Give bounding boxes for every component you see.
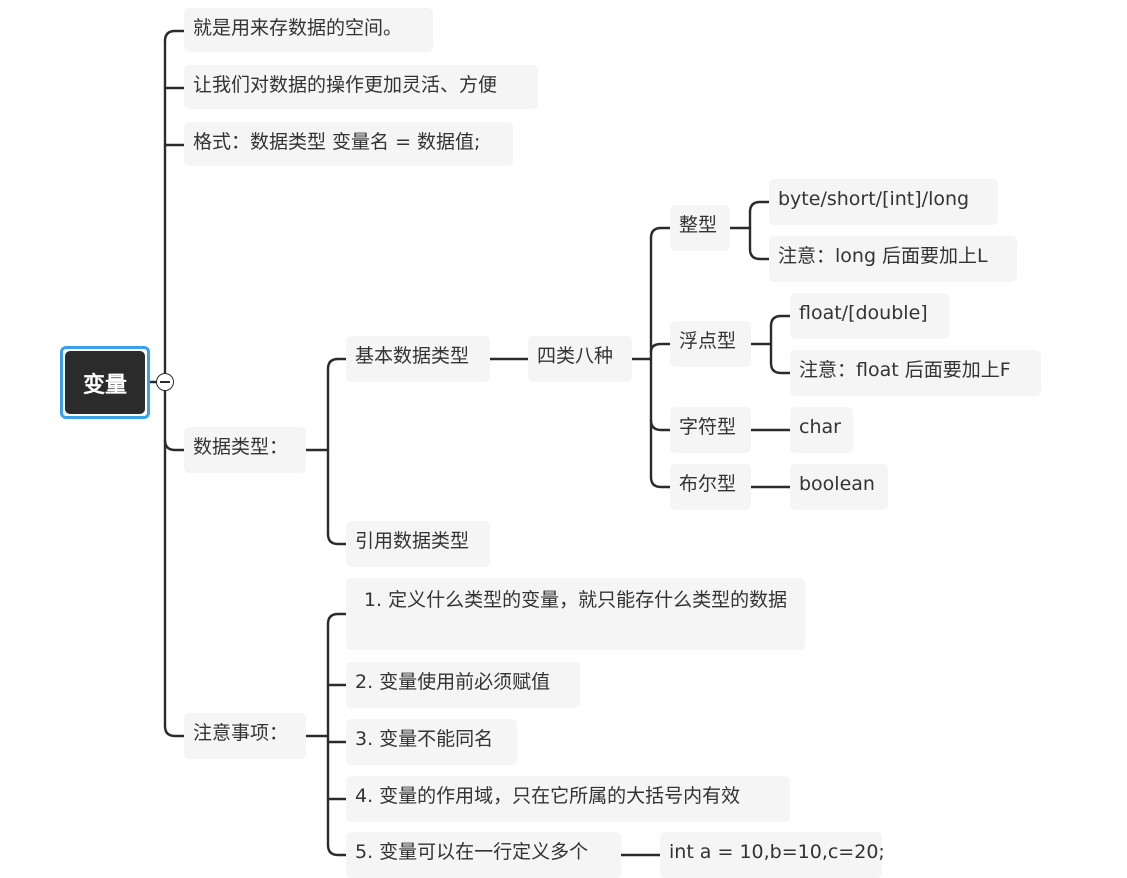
topic-data-types[interactable]: 数据类型： — [184, 427, 306, 473]
root-selection-frame — [60, 346, 150, 419]
connector-reference — [326, 532, 348, 546]
connector-primitive — [326, 357, 348, 371]
topic-char[interactable]: 字符型 — [670, 407, 751, 453]
connector-data-types — [163, 438, 186, 452]
connector-integer — [649, 226, 672, 240]
topic-integer-types[interactable]: byte/short/[int]/long — [769, 179, 998, 225]
topic-char-type[interactable]: char — [790, 407, 853, 453]
connector-float-note — [769, 361, 792, 375]
connector-integer-types — [748, 200, 771, 214]
topic-integer-note[interactable]: 注意：long 后面要加上L — [769, 236, 1017, 282]
topic-note-3[interactable]: 3. 变量不能同名 — [346, 719, 517, 765]
root-topic[interactable]: 变量 — [65, 351, 145, 414]
topic-note-5[interactable]: 5. 变量可以在一行定义多个 — [346, 832, 621, 878]
connector-char — [649, 418, 672, 432]
topic-primitive-types[interactable]: 基本数据类型 — [346, 336, 490, 382]
topic-float-note[interactable]: 注意：float 后面要加上F — [790, 350, 1041, 396]
topic-integer[interactable]: 整型 — [670, 205, 730, 251]
topic-definition[interactable]: 就是用来存数据的空间。 — [184, 8, 433, 52]
topic-float[interactable]: 浮点型 — [670, 321, 751, 367]
topic-notes[interactable]: 注意事项： — [184, 713, 306, 759]
topic-boolean[interactable]: 布尔型 — [670, 464, 751, 510]
topic-note-4[interactable]: 4. 变量的作用域，只在它所属的大括号内有效 — [346, 776, 790, 822]
topic-four-kinds[interactable]: 四类八种 — [528, 336, 632, 382]
connector-note1 — [326, 612, 348, 626]
connector-notes — [163, 724, 186, 738]
topic-note-1[interactable]: 1. 定义什么类型的变量，就只能存什么类型的数据 — [346, 578, 805, 650]
topic-reference-types[interactable]: 引用数据类型 — [346, 521, 490, 567]
topic-boolean-type[interactable]: boolean — [790, 464, 888, 510]
topic-purpose[interactable]: 让我们对数据的操作更加灵活、方便 — [184, 65, 538, 109]
collapse-toggle-icon[interactable] — [156, 373, 174, 391]
connector-float — [649, 342, 672, 354]
topic-note-5-example[interactable]: int a = 10,b=10,c=20; — [660, 832, 885, 878]
connector-integer-note — [748, 247, 771, 261]
connector-note5 — [326, 843, 348, 857]
topic-float-types[interactable]: float/[double] — [790, 293, 949, 339]
topic-format[interactable]: 格式：数据类型 变量名 = 数据值; — [184, 122, 513, 166]
connector-definition — [163, 29, 186, 43]
connector-float-types — [769, 314, 792, 328]
topic-note-2[interactable]: 2. 变量使用前必须赋值 — [346, 662, 580, 708]
connector-boolean — [649, 475, 672, 489]
